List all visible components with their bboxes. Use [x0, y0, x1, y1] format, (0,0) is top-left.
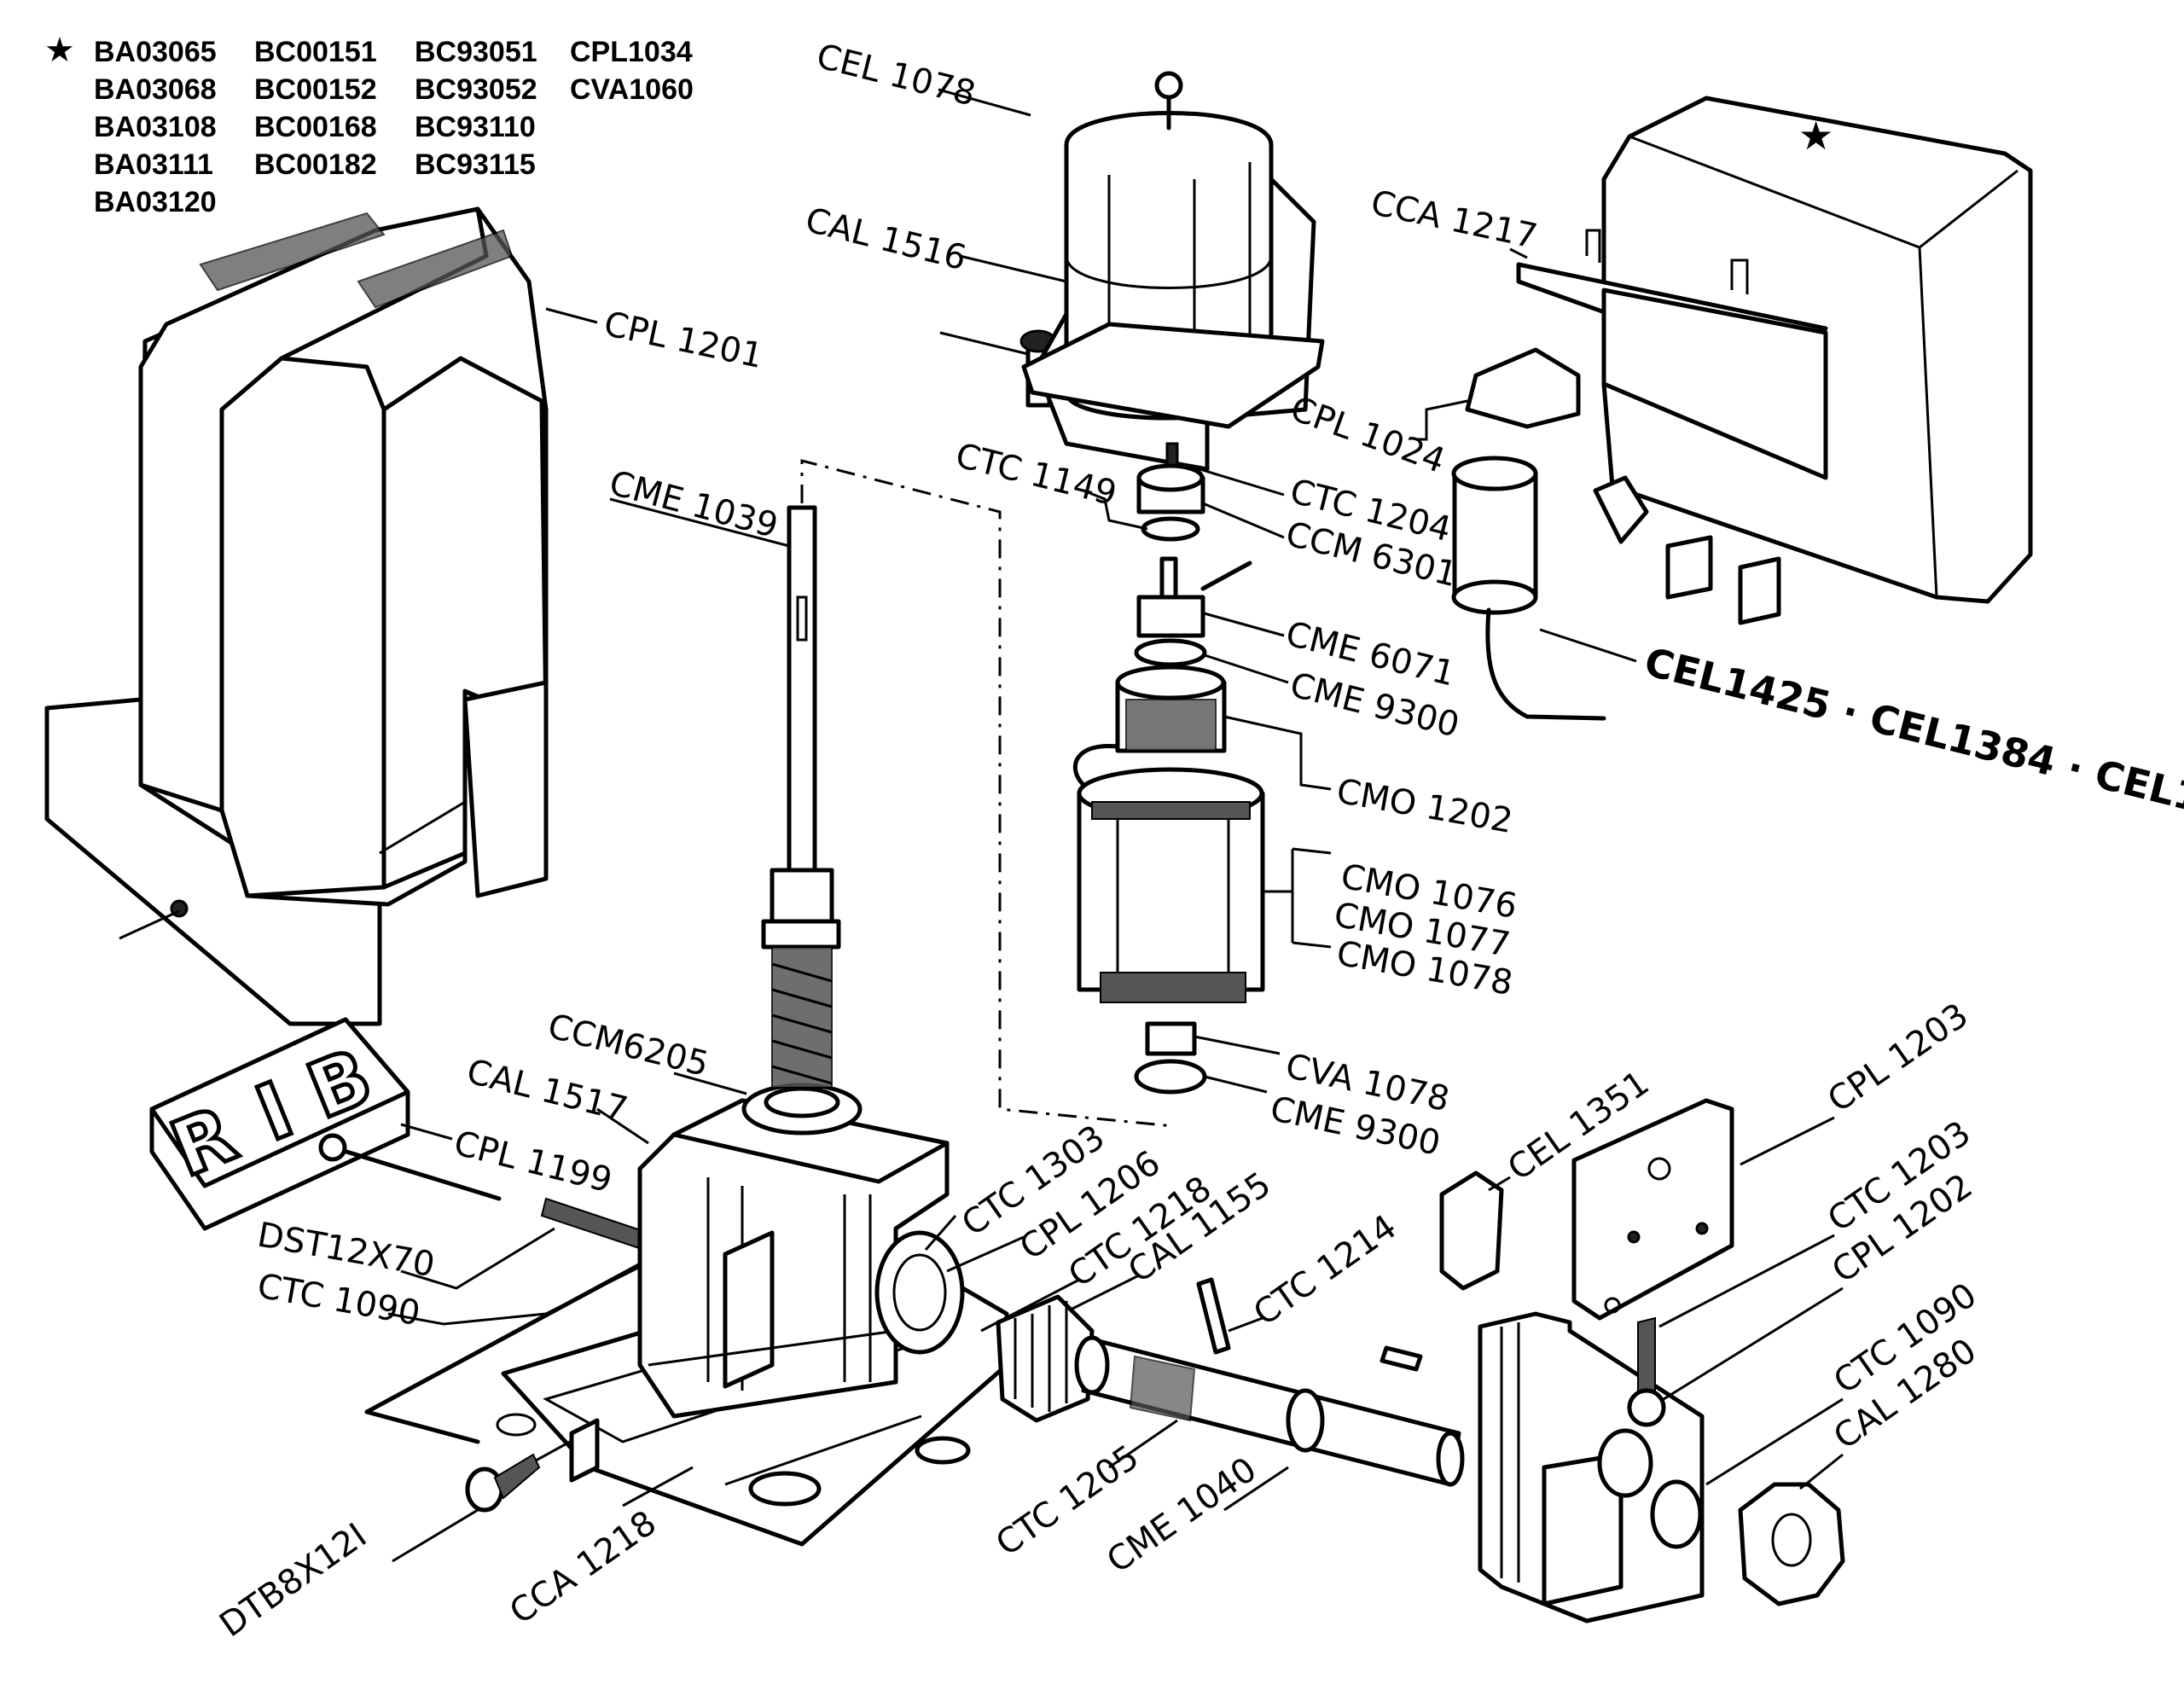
part-label-capacitor-options: CEL1425 · CEL1384 · CEL1375 — [1640, 638, 2184, 841]
part-label-cmo1202: CMO 1202 — [1333, 772, 1515, 841]
control-box-star-icon: ★ — [1798, 113, 1833, 159]
part-label-cpl1024: CPL 1024 — [1286, 389, 1450, 481]
motor-cover-drawing — [1019, 71, 1325, 472]
legend-code: BC93052 — [415, 73, 537, 106]
legend-code: BC00168 — [254, 111, 377, 143]
rotor-stator-drawing — [1073, 556, 1265, 1095]
part-label-cal1517: CAL 1517 — [463, 1052, 632, 1130]
legend-column-4: CPL1034 CVA1060 — [570, 36, 694, 106]
parts-legend: ★ BA03065 BA03068 BA03108 BA03111 BA0312… — [44, 31, 694, 218]
legend-code: BC00182 — [254, 148, 377, 181]
legend-code: BC00151 — [254, 36, 377, 68]
part-label-cel1078: CEL 1078 — [813, 37, 979, 114]
capacitor-drawing — [1451, 456, 1606, 721]
legend-code: BA03111 — [94, 148, 213, 181]
legend-star-icon: ★ — [44, 31, 75, 70]
part-label-cme1039: CME 1039 — [605, 463, 781, 546]
output-shaft-drawing — [874, 1230, 1465, 1487]
legend-code: CPL1034 — [570, 36, 693, 68]
legend-code: BC93110 — [415, 111, 536, 143]
legend-code: BA03068 — [94, 73, 217, 106]
brush-holder-drawing — [1136, 442, 1205, 542]
legend-code: BC00152 — [254, 73, 377, 106]
gearbox-housing-drawing — [637, 1083, 950, 1419]
part-label-ctc1214: CTC 1214 — [1246, 1207, 1403, 1333]
legend-column-1: BA03065 BA03068 BA03108 BA03111 BA03120 — [94, 36, 217, 218]
part-label-cpl1203: CPL 1203 — [1821, 996, 1975, 1120]
part-label-cal1516: CAL 1516 — [802, 200, 971, 278]
part-label-cpl1201: CPL 1201 — [601, 305, 766, 376]
screw-drawing — [465, 1453, 541, 1513]
legend-code: BA03108 — [94, 111, 217, 143]
cover-housing-drawing — [44, 206, 549, 1026]
part-label-dtb8x12i: DTB8X12I — [212, 1516, 374, 1645]
part-label-cca1217: CCA 1217 — [1368, 183, 1541, 257]
part-label-ccm6205: CCM6205 — [544, 1007, 713, 1084]
legend-code: CVA1060 — [570, 73, 694, 106]
control-box-drawing — [1465, 96, 2033, 625]
legend-column-3: BC93051 BC93052 BC93110 BC93115 — [415, 36, 537, 181]
legend-code: BC93051 — [415, 36, 537, 68]
legend-code: BA03065 — [94, 36, 217, 68]
limit-switch-bracket-drawing — [1439, 1098, 1845, 1623]
worm-shaft-drawing — [761, 505, 841, 1089]
part-label-cca1218: CCA 1218 — [502, 1503, 663, 1632]
legend-code: BA03120 — [94, 186, 217, 218]
legend-code: BC93115 — [415, 148, 536, 181]
legend-column-2: BC00151 BC00152 BC00168 BC00182 — [254, 36, 377, 181]
rib-logo-plate: R I B — [149, 1017, 502, 1231]
